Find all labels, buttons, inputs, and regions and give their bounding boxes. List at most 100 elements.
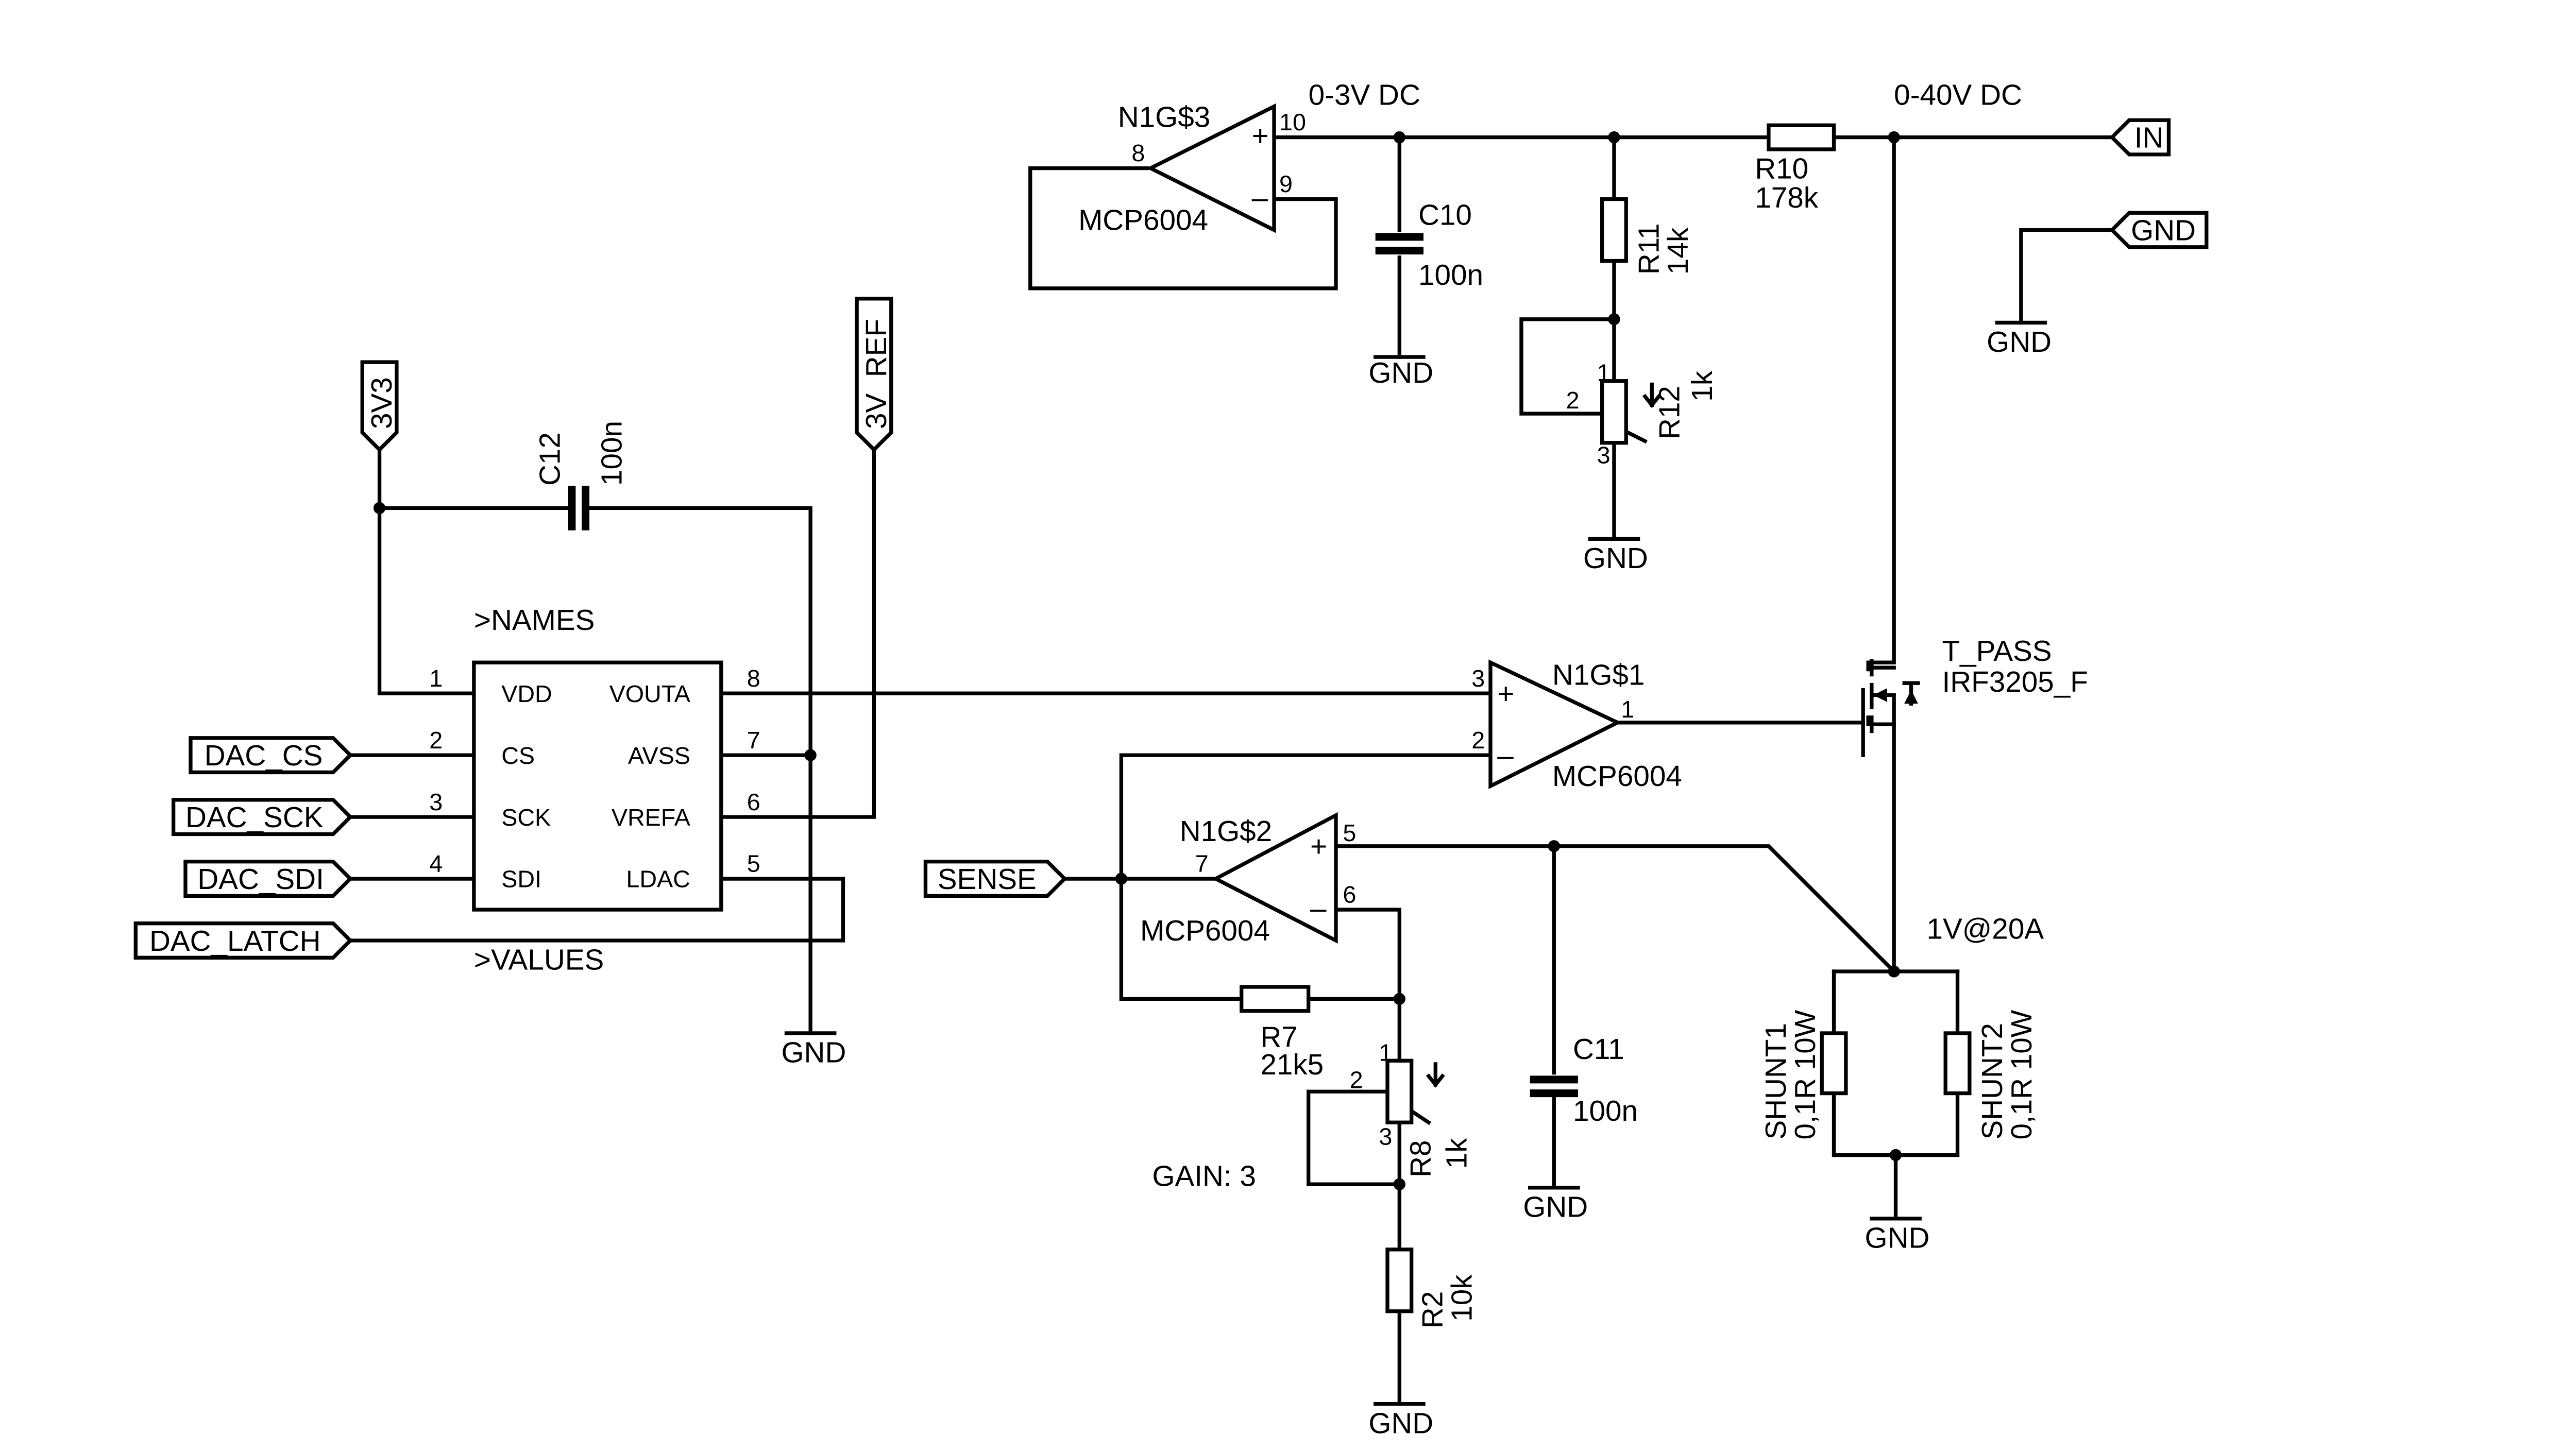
- r11-ref: R11: [1633, 223, 1666, 275]
- svg-text:1: 1: [1379, 1039, 1392, 1066]
- gnd-label-r12: GND: [1583, 542, 1648, 575]
- resistor-r10[interactable]: [1767, 123, 1836, 151]
- dac-pin-sdi: SDI: [501, 866, 541, 893]
- r10-value: 178k: [1755, 182, 1819, 214]
- svg-text:3: 3: [1597, 442, 1611, 469]
- svg-text:3V3: 3V3: [366, 377, 398, 429]
- opamp-n1g3-ref: N1G$3: [1118, 101, 1210, 134]
- opamp-n1g1-ref: N1G$1: [1552, 659, 1645, 692]
- c10-ref: C10: [1418, 199, 1472, 232]
- svg-text:–: –: [1252, 182, 1268, 214]
- r10-ref: R10: [1755, 153, 1808, 185]
- svg-text:1: 1: [429, 665, 443, 692]
- dac-values-placeholder: >VALUES: [474, 944, 604, 977]
- shunt2-value: 0,1R 10W: [2006, 1010, 2038, 1139]
- potentiometer-r12[interactable]: 1 2 3: [1566, 360, 1662, 469]
- shunt1-value: 0,1R 10W: [1789, 1010, 1822, 1139]
- r12-value: 1k: [1686, 370, 1719, 401]
- svg-text:DAC_LATCH: DAC_LATCH: [149, 925, 321, 958]
- svg-text:DAC_CS: DAC_CS: [205, 740, 323, 772]
- current-annotation: 1V@20A: [1927, 913, 2044, 946]
- svg-text:DAC_SCK: DAC_SCK: [185, 801, 324, 834]
- svg-text:5: 5: [747, 850, 760, 877]
- port-in[interactable]: IN: [2109, 118, 2171, 157]
- net-label-0-40v: 0-40V DC: [1894, 79, 2022, 111]
- svg-text:1: 1: [1597, 360, 1611, 386]
- svg-text:2: 2: [1471, 727, 1485, 754]
- dac-pin-sck: SCK: [501, 804, 551, 831]
- resistor-shunt1[interactable]: [1820, 1031, 1848, 1096]
- svg-text:8: 8: [747, 665, 760, 692]
- capacitor-c11[interactable]: [1530, 1075, 1578, 1098]
- wires: [348, 135, 2114, 1406]
- net-label-0-3v: 0-3V DC: [1309, 79, 1420, 111]
- svg-text:7: 7: [747, 727, 760, 754]
- opamp-n1g2[interactable]: + – 5 6 7: [1195, 812, 1357, 944]
- svg-text:+: +: [1252, 120, 1269, 152]
- capacitor-c12[interactable]: [568, 485, 590, 531]
- c12-ref: C12: [534, 432, 567, 486]
- dac-ic[interactable]: VDD CS SCK SDI VOUTA AVSS VREFA LDAC 1 2…: [429, 660, 760, 912]
- svg-text:DAC_SDI: DAC_SDI: [197, 863, 324, 896]
- gnd-symbols: [784, 320, 2047, 1406]
- dac-pin-vdd: VDD: [501, 680, 552, 707]
- potentiometer-r8[interactable]: 1 2 3: [1350, 1039, 1445, 1150]
- capacitor-c10[interactable]: [1375, 233, 1423, 254]
- resistor-r7[interactable]: [1240, 985, 1311, 1013]
- port-dac-sck[interactable]: DAC_SCK: [171, 798, 353, 836]
- svg-text:–: –: [1310, 893, 1327, 925]
- port-dac-latch[interactable]: DAC_LATCH: [133, 921, 353, 960]
- c11-ref: C11: [1573, 1033, 1624, 1066]
- svg-text:1: 1: [1621, 696, 1634, 723]
- port-3v-ref[interactable]: 3V_REF: [855, 297, 893, 453]
- svg-text:3: 3: [1379, 1123, 1392, 1150]
- gain-annotation: GAIN: 3: [1152, 1160, 1256, 1193]
- svg-text:6: 6: [1343, 881, 1356, 908]
- gnd-label-dac: GND: [781, 1037, 846, 1069]
- svg-text:2: 2: [1350, 1067, 1363, 1094]
- port-3v3[interactable]: 3V3: [360, 360, 399, 453]
- opamp-n1g1[interactable]: + – 3 2 1: [1471, 659, 1634, 790]
- r7-ref: R7: [1260, 1021, 1297, 1054]
- resistor-shunt2[interactable]: [1943, 1031, 1972, 1096]
- r8-ref: R8: [1404, 1140, 1437, 1177]
- gnd-label-port: GND: [1987, 326, 2052, 358]
- port-sense[interactable]: SENSE: [923, 860, 1067, 898]
- port-dac-sdi[interactable]: DAC_SDI: [183, 860, 353, 898]
- dac-pin-cs: CS: [501, 742, 535, 769]
- gnd-label-r2: GND: [1368, 1407, 1433, 1440]
- gnd-label-c11: GND: [1523, 1191, 1588, 1224]
- mosfet-t-pass[interactable]: [1861, 659, 1920, 757]
- r8-value: 1k: [1440, 1138, 1473, 1169]
- r12-ref: R12: [1654, 386, 1686, 439]
- c12-value: 100n: [596, 421, 629, 486]
- dac-pin-vrefa: VREFA: [612, 804, 691, 831]
- opamp-n1g3-part: MCP6004: [1078, 204, 1208, 237]
- gnd-label-shunt: GND: [1865, 1222, 1930, 1254]
- svg-text:IN: IN: [2134, 122, 2164, 155]
- svg-text:+: +: [1310, 831, 1327, 863]
- svg-text:3: 3: [1471, 665, 1485, 692]
- port-dac-cs[interactable]: DAC_CS: [189, 736, 353, 775]
- svg-text:2: 2: [429, 727, 443, 754]
- port-gnd[interactable]: GND: [2109, 211, 2209, 249]
- shunt2-ref: SHUNT2: [1976, 1023, 2009, 1140]
- svg-text:9: 9: [1279, 170, 1293, 197]
- dac-pin-ldac: LDAC: [626, 866, 690, 893]
- opamp-n1g2-ref: N1G$2: [1180, 815, 1272, 848]
- r11-value: 14k: [1662, 227, 1694, 275]
- resistor-r11[interactable]: [1600, 197, 1628, 263]
- mosfet-part: IRF3205_F: [1942, 666, 2088, 698]
- c11-value: 100n: [1573, 1095, 1638, 1128]
- opamp-n1g2-part: MCP6004: [1140, 915, 1270, 947]
- svg-text:3V_REF: 3V_REF: [860, 319, 893, 429]
- opamp-n1g1-part: MCP6004: [1552, 760, 1682, 793]
- dac-pin-vouta: VOUTA: [609, 680, 691, 707]
- r2-ref: R2: [1417, 1291, 1449, 1328]
- resistor-r2[interactable]: [1385, 1248, 1414, 1313]
- svg-text:GND: GND: [2131, 215, 2196, 247]
- opamp-n1g3[interactable]: + – 10 9 8: [1131, 103, 1306, 233]
- dac-names-placeholder: >NAMES: [474, 604, 595, 637]
- dac-pin-avss: AVSS: [628, 742, 690, 769]
